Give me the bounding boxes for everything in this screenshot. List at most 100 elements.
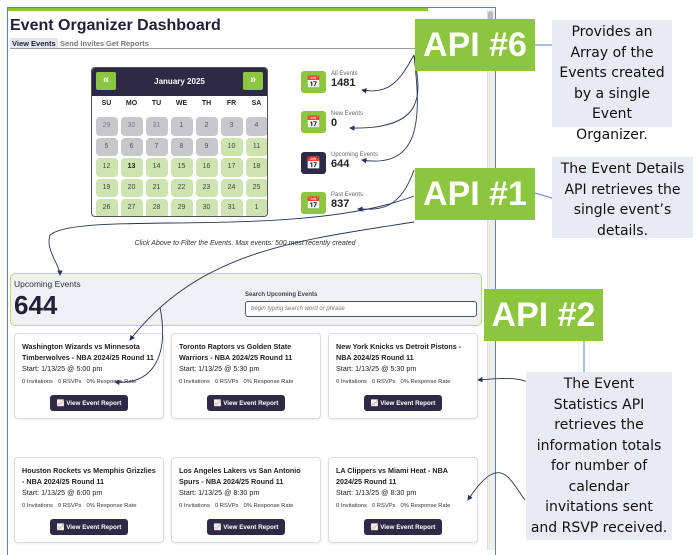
scrollbar-thumb[interactable]	[488, 11, 493, 25]
calendar-day[interactable]: 14	[145, 158, 168, 177]
calendar-day[interactable]: 10	[220, 137, 243, 156]
calendar-day[interactable]: 31	[220, 199, 243, 216]
calendar-clock-icon: 📅	[301, 152, 326, 174]
stat-label: Past Events	[331, 192, 364, 198]
calendar-day[interactable]: 11	[245, 137, 267, 156]
event-card: Toronto Raptors vs Golden State Warriors…	[171, 333, 321, 419]
view-event-report-button[interactable]: 📈 View Event Report	[207, 395, 285, 411]
view-event-report-button[interactable]: 📈 View Event Report	[50, 519, 128, 535]
api-6-description: Provides an Array of the Events created …	[552, 20, 672, 143]
chart-icon: 📈	[213, 400, 224, 407]
invitations-count: 0 Invitations	[179, 379, 210, 385]
rsvps-count: 0 RSVPs	[214, 503, 239, 509]
calendar-day[interactable]: 1	[245, 199, 267, 216]
filter-note: Click Above to Filter the Events. Max ev…	[134, 240, 356, 247]
calendar-day[interactable]: 5	[95, 137, 118, 156]
rsvps-count: 0 RSVPs	[57, 503, 82, 509]
api-1-tag: API #1	[415, 168, 535, 220]
calendar-header: « January 2025 »	[92, 68, 267, 96]
calendar-day[interactable]: 20	[120, 178, 143, 197]
scrollbar[interactable]	[487, 10, 495, 550]
double-chevron-left-icon: «	[102, 74, 110, 86]
event-stats: 0 Invitations 0 RSVPs 0% Response Rate	[179, 379, 313, 385]
calendar-day[interactable]: 1	[170, 117, 193, 136]
calendar-day[interactable]: 25	[245, 178, 267, 197]
view-event-report-button[interactable]: 📈 View Event Report	[50, 395, 128, 411]
calendar-day[interactable]: 27	[120, 199, 143, 216]
search-input[interactable]	[245, 301, 477, 317]
calendar-day[interactable]: 3	[220, 117, 243, 136]
calendar-day[interactable]: 29	[95, 117, 118, 136]
response-rate: 0% Response Rate	[86, 503, 137, 509]
view-event-report-button[interactable]: 📈 View Event Report	[364, 395, 442, 411]
calendar-day[interactable]: 18	[245, 158, 267, 177]
calendar-day[interactable]: 8	[170, 137, 193, 156]
calendar-day[interactable]: 4	[245, 117, 267, 136]
tab-get-reports[interactable]: Get Reports	[106, 39, 149, 48]
calendar-day[interactable]: 9	[195, 137, 218, 156]
next-month-button[interactable]: »	[243, 72, 263, 90]
button-label: View Event Report	[223, 400, 279, 407]
api-6-tag: API #6	[415, 19, 535, 71]
event-title: Los Angeles Lakers vs San Antonio Spurs …	[179, 466, 301, 486]
calendar-day[interactable]: 29	[170, 199, 193, 216]
calendar-day[interactable]: 23	[195, 178, 218, 197]
calendar-day[interactable]: 6	[120, 137, 143, 156]
event-title: New York Knicks vs Detroit Pistons - NBA…	[336, 342, 462, 362]
view-event-report-button[interactable]: 📈 View Event Report	[364, 519, 442, 535]
invitations-count: 0 Invitations	[179, 503, 210, 509]
calendar-day[interactable]: 15	[170, 158, 193, 177]
calendar-day[interactable]: 26	[95, 199, 118, 216]
event-title: Houston Rockets vs Memphis Grizzlies - N…	[22, 466, 156, 486]
calendar-day[interactable]: 17	[220, 158, 243, 177]
event-card: New York Knicks vs Detroit Pistons - NBA…	[328, 333, 478, 419]
calendar-day[interactable]: 21	[145, 178, 168, 197]
calendar-day[interactable]: 30	[120, 117, 143, 136]
calendar-day[interactable]: 22	[170, 178, 193, 197]
calendar-day[interactable]: 7	[145, 137, 168, 156]
weekday-label: SU	[101, 100, 112, 107]
stat-value: 644	[331, 158, 350, 170]
stat-label: Upcoming Events	[331, 152, 379, 158]
calendar-day[interactable]: 13	[120, 158, 143, 177]
tab-send-invites[interactable]: Send Invites	[60, 39, 105, 48]
chart-icon: 📈	[370, 524, 381, 531]
calendar-check-icon: 📅	[301, 192, 326, 214]
stat-label: All Events	[331, 71, 358, 77]
view-event-report-button[interactable]: 📈 View Event Report	[207, 519, 285, 535]
tab-view-events[interactable]: View Events	[10, 38, 58, 49]
calendar-day[interactable]: 19	[95, 178, 118, 197]
calendar-stack-icon: 📅	[301, 71, 326, 93]
accent-bar	[8, 8, 428, 11]
calendar-day[interactable]: 12	[95, 158, 118, 177]
calendar-plus-icon: 📅	[301, 111, 326, 133]
api-2-tag: API #2	[484, 289, 603, 341]
calendar-day[interactable]: 24	[220, 178, 243, 197]
prev-month-button[interactable]: «	[96, 72, 116, 90]
event-start: Start: 1/13/25 @ 5:30 pm	[179, 364, 260, 373]
rsvps-count: 0 RSVPs	[214, 379, 239, 385]
calendar-month: January 2025	[154, 77, 205, 86]
weekday-label: FR	[226, 100, 237, 107]
invitations-count: 0 Invitations	[336, 503, 367, 509]
response-rate: 0% Response Rate	[243, 379, 294, 385]
calendar-day[interactable]: 30	[195, 199, 218, 216]
stat-value: 0	[331, 117, 338, 129]
calendar-day[interactable]: 2	[195, 117, 218, 136]
divider	[10, 48, 484, 49]
button-label: View Event Report	[66, 400, 122, 407]
rsvps-count: 0 RSVPs	[57, 379, 82, 385]
calendar-day[interactable]: 28	[145, 199, 168, 216]
stat-value: 837	[331, 198, 350, 210]
stat-label: New Events	[331, 111, 364, 117]
calendar-day[interactable]: 16	[195, 158, 218, 177]
chart-icon: 📈	[56, 524, 67, 531]
calendar-day[interactable]: 31	[145, 117, 168, 136]
